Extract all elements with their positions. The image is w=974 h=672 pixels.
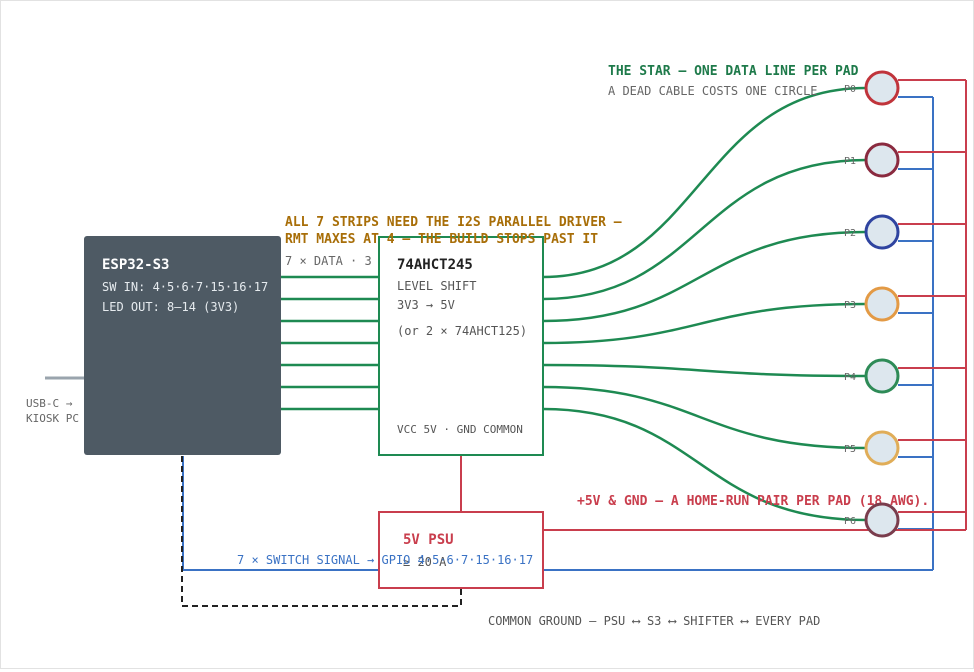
pad-label: P5 (844, 444, 856, 455)
shifter-title: 74AHCT245 (397, 257, 473, 273)
common-ground-wiring (181, 456, 462, 607)
psu-rating: ≥ 20 A (403, 555, 447, 569)
pad-label: P6 (844, 516, 856, 527)
common-ground-note: COMMON GROUND — PSU ⟷ S3 ⟷ SHIFTER ⟷ EVE… (488, 614, 820, 628)
usb-label-line1: USB-C → (26, 397, 73, 410)
level-shifter-chip: 74AHCT245 LEVEL SHIFT 3V3 → 5V (or 2 × 7… (378, 236, 544, 456)
usb-label-line2: KIOSK PC (26, 412, 79, 425)
pad-circle (864, 70, 900, 106)
pad-label: P0 (844, 84, 856, 95)
star-title: THE STAR — ONE DATA LINE PER PAD (608, 64, 859, 79)
driver-note-line1: ALL 7 STRIPS NEED THE I2S PARALLEL DRIVE… (285, 215, 622, 230)
pad-label: P1 (844, 156, 856, 167)
mcu-switch-inputs: SW IN: 4·5·6·7·15·16·17 (102, 280, 268, 294)
data-count-label: 7 × DATA · 3 (285, 254, 372, 268)
pad-p4: P4 (844, 358, 900, 394)
pad-circle (864, 430, 900, 466)
pad-p6: P6 (844, 502, 900, 538)
pad-circle (864, 502, 900, 538)
pad-p5: P5 (844, 430, 900, 466)
driver-note-line2: RMT MAXES AT 4 — THE BUILD STOPS PAST IT (285, 232, 598, 247)
pad-p3: P3 (844, 286, 900, 322)
pad-label: P2 (844, 228, 856, 239)
pad-label: P4 (844, 372, 856, 383)
pad-circle (864, 286, 900, 322)
mcu-title: ESP32-S3 (102, 257, 169, 273)
psu-block: 5V PSU ≥ 20 A (378, 511, 544, 589)
shifter-alternative: (or 2 × 74AHCT125) (397, 324, 527, 338)
star-subtitle: A DEAD CABLE COSTS ONE CIRCLE (608, 84, 818, 98)
pad-circle (864, 358, 900, 394)
pad-label: P3 (844, 300, 856, 311)
esp32-s3-module: ESP32-S3 SW IN: 4·5·6·7·15·16·17 LED OUT… (84, 236, 281, 455)
data-lines-star (542, 86, 867, 522)
pad-circle (864, 142, 900, 178)
pad-p0: P0 (844, 70, 900, 106)
switch-signal-note: 7 × SWITCH SIGNAL → GPIO 4·5·6·7·15·16·1… (237, 553, 533, 567)
psu-title: 5V PSU (403, 532, 454, 548)
pad-p1: P1 (844, 142, 900, 178)
pad-circle (864, 214, 900, 250)
pad-p2: P2 (844, 214, 900, 250)
mcu-led-outputs: LED OUT: 8–14 (3V3) (102, 300, 239, 314)
shifter-voltage: 3V3 → 5V (397, 298, 455, 312)
shifter-footer: VCC 5V · GND COMMON (397, 423, 523, 436)
shifter-function: LEVEL SHIFT (397, 279, 476, 293)
data-lines-mcu-to-shifter (281, 275, 379, 411)
power-note: +5V & GND — A HOME-RUN PAIR PER PAD (18 … (577, 494, 929, 509)
